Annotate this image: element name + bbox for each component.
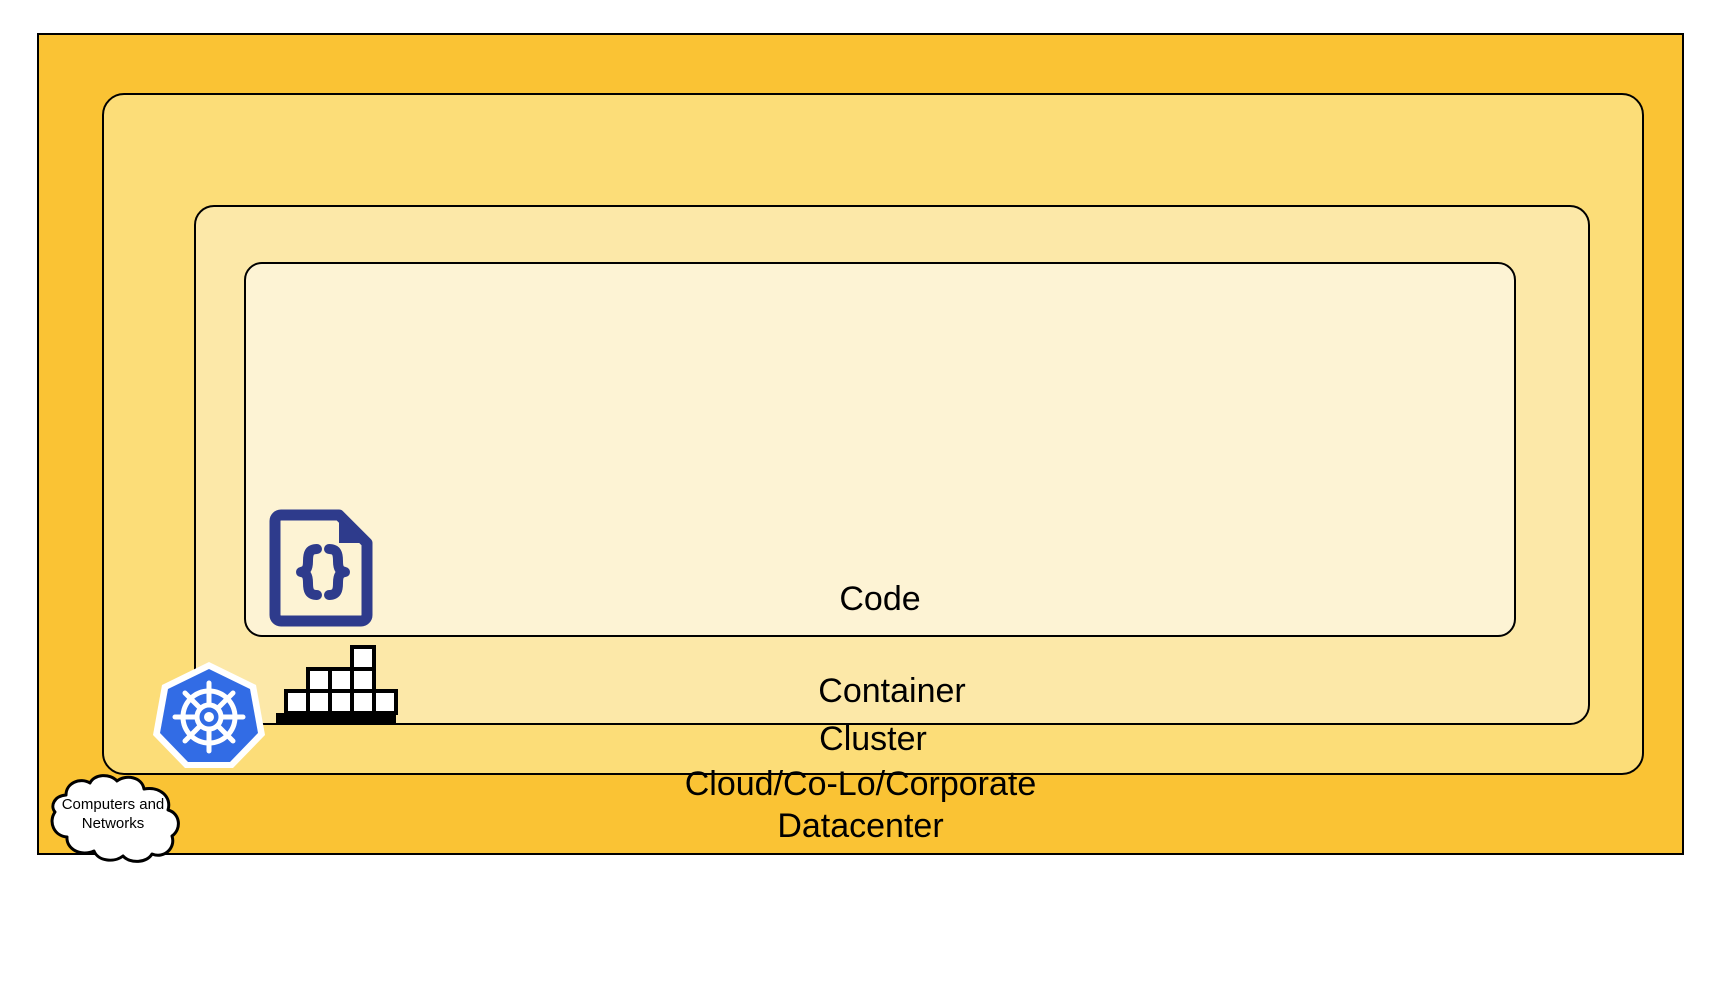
layer-label-container: Container (818, 672, 966, 710)
layer-label-cluster: Cluster (819, 720, 927, 758)
layer-label-datacenter-line2: Datacenter (777, 807, 944, 845)
code-braces-document-icon (269, 509, 373, 627)
layer-cluster: Code (102, 93, 1644, 775)
kubernetes-icon (153, 659, 265, 771)
layer-datacenter: Code (37, 33, 1684, 855)
layer-label-datacenter-line1: Cloud/Co-Lo/Corporate (684, 765, 1037, 803)
layer-label-datacenter: Cloud/Co-Lo/Corporate Datacenter (39, 763, 1682, 847)
layer-label-code: Code (839, 580, 921, 618)
cloud-label-line2: Networks (81, 815, 145, 832)
cloud-shape-icon (50, 774, 180, 863)
cloud-label: Computers and Networks (28, 795, 198, 833)
layer-code: Code (244, 262, 1516, 637)
layer-container: Code (194, 205, 1590, 725)
computers-and-networks-cloud: Computers and Networks (28, 773, 198, 863)
container-stack-icon (274, 645, 398, 723)
cloud-label-line1: Computers and (61, 796, 165, 813)
